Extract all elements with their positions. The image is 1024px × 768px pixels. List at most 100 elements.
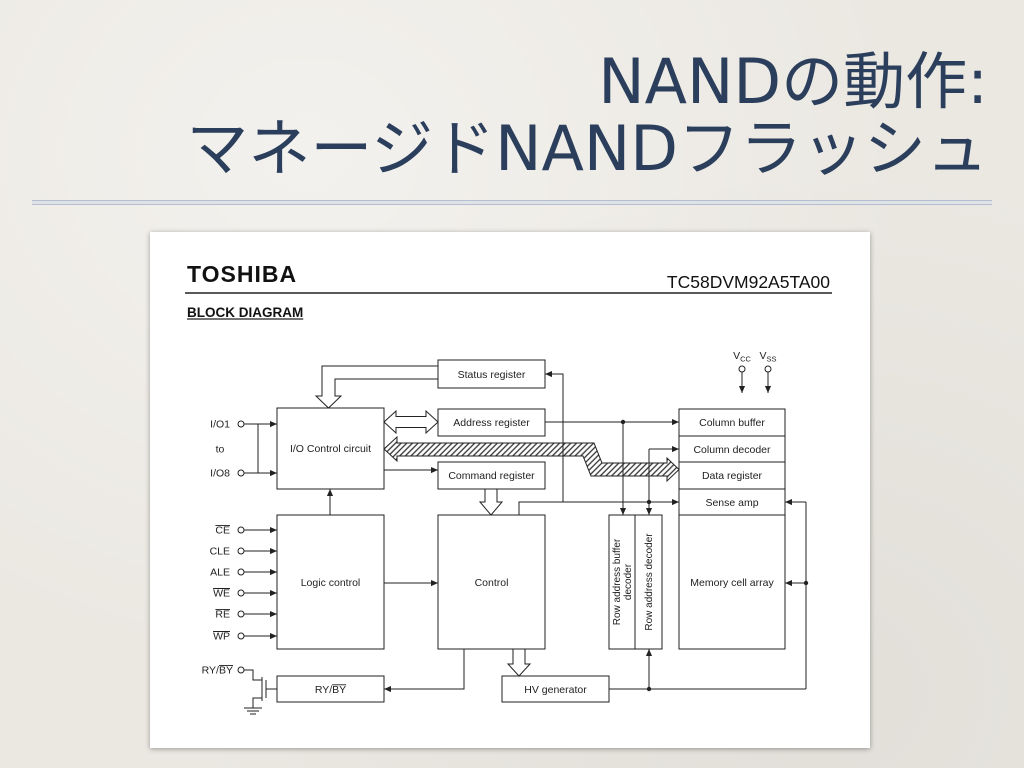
vcc-label-main: V	[733, 350, 740, 362]
logic-control-box	[276, 514, 385, 650]
address-register-block: Address register	[437, 408, 546, 437]
pin-terminal	[237, 589, 245, 597]
pin-we: WE	[213, 588, 277, 600]
row-address-buffer-decoder-box	[608, 514, 636, 650]
pin-label: RY/BY	[202, 665, 233, 677]
junction-dot	[620, 419, 626, 425]
source-wire	[252, 697, 262, 708]
title-divider	[32, 200, 992, 205]
power-vss: VSS	[759, 350, 777, 393]
vcc-label: VCC	[733, 350, 751, 364]
column-decoder-label: Column decoder	[693, 444, 771, 456]
memory-cell-array-block: Memory cell array	[678, 514, 786, 650]
ry-by-box	[276, 675, 385, 703]
row-address-buffer-decoder-block: Row address buffer decoder	[608, 514, 636, 650]
pin-terminal	[237, 469, 245, 477]
pin-label-overlined: BY	[219, 665, 233, 677]
pin-wp: WP	[213, 631, 277, 643]
hv-generator-block: HV generator	[501, 675, 610, 703]
pin-ale: ALE	[210, 567, 277, 579]
junction-dot	[646, 686, 652, 692]
pin-range-label: to	[216, 444, 225, 456]
datasheet-figure: TOSHIBA TC58DVM92A5TA00 BLOCK DIAGRAM	[150, 232, 870, 748]
logic-control-block: Logic control	[276, 514, 385, 650]
vss-label: VSS	[759, 350, 776, 364]
pin-cle: CLE	[210, 546, 277, 558]
wire-control-to-ry-by	[384, 649, 465, 693]
sense-amp-label: Sense amp	[705, 497, 758, 509]
vss-label-sub: SS	[767, 355, 777, 364]
data-register-label: Data register	[702, 470, 763, 482]
io-control-block: I/O Control circuit	[276, 407, 385, 490]
control-label: Control	[475, 577, 509, 589]
pin-terminal	[237, 568, 245, 576]
hv-generator-box	[501, 675, 610, 703]
pin-terminal	[237, 666, 245, 674]
command-register-box	[437, 461, 546, 490]
wire-control-to-status-register	[545, 370, 564, 502]
vcc-terminal	[738, 365, 746, 373]
address-register-box	[437, 408, 546, 437]
command-register-label: Command register	[448, 470, 535, 482]
row-address-decoder-label: Row address decoder	[644, 533, 655, 631]
pin-ce: CE	[215, 525, 277, 537]
command-register-block: Command register	[437, 461, 546, 490]
wire-control-bus	[518, 501, 649, 515]
block-diagram: TOSHIBA TC58DVM92A5TA00 BLOCK DIAGRAM	[185, 261, 832, 715]
brand-logo: TOSHIBA	[187, 261, 297, 287]
address-register-label: Address register	[453, 417, 530, 429]
power-vcc: VCC	[733, 350, 752, 393]
pin-label: CE	[215, 525, 230, 537]
pin-terminal	[237, 420, 245, 428]
pin-terminal	[237, 610, 245, 618]
section-heading: BLOCK DIAGRAM	[187, 305, 303, 320]
ry-by-label-plain: RY/	[315, 684, 332, 696]
status-register-box	[437, 359, 546, 389]
control-to-hv-generator-arrow	[506, 648, 532, 677]
title-line-2: マネージドNANDフラッシュ	[186, 112, 988, 185]
pin-label-plain: RY/	[202, 665, 219, 677]
column-buffer-label: Column buffer	[699, 417, 765, 429]
data-register-block: Data register	[678, 461, 786, 490]
pin-terminal	[237, 547, 245, 555]
row-address-buffer-decoder-label-line2: decoder	[623, 563, 634, 600]
pin-label: I/O1	[210, 419, 230, 431]
row-address-decoder-box	[634, 514, 663, 650]
junction-dot	[646, 499, 652, 505]
pin-label: WE	[213, 588, 230, 600]
pin-label: RE	[215, 609, 230, 621]
ry-by-label: RY/BY	[315, 684, 346, 696]
title-line-1: NANDの動作:	[598, 45, 988, 118]
logic-control-label: Logic control	[301, 577, 361, 589]
slide-title: NANDの動作: マネージドNANDフラッシュ	[186, 48, 988, 182]
drain-wire	[244, 669, 262, 681]
pin-io1: I/O1	[210, 419, 277, 431]
sense-amp-block: Sense amp	[678, 488, 786, 516]
pin-io8: I/O8	[210, 468, 277, 480]
pin-label: WP	[213, 631, 230, 643]
vcc-label-sub: CC	[740, 355, 751, 364]
sense-amp-box	[678, 488, 786, 516]
vss-label-main: V	[759, 350, 766, 362]
pin-label: I/O8	[210, 468, 230, 480]
ry-by-block: RY/BY	[276, 675, 385, 703]
command-to-control-arrow	[478, 488, 504, 516]
ry-by-label-overlined: BY	[332, 684, 346, 696]
io-control-label: I/O Control circuit	[290, 443, 371, 455]
column-decoder-block: Column decoder	[678, 435, 786, 463]
pin-label: CLE	[210, 546, 230, 558]
status-to-io-control-arrow	[314, 365, 439, 409]
row-address-decoder-block: Row address decoder	[634, 514, 663, 650]
status-register-block: Status register	[437, 359, 546, 389]
pin-terminal	[237, 526, 245, 534]
io-control-box	[276, 407, 385, 490]
part-number: TC58DVM92A5TA00	[667, 272, 830, 292]
hv-generator-label: HV generator	[524, 684, 587, 696]
column-decoder-box	[678, 435, 786, 463]
memory-cell-array-label: Memory cell array	[690, 577, 774, 589]
io-address-bidirectional-arrow	[383, 409, 439, 435]
pin-ry-by: RY/BY	[202, 665, 277, 715]
column-buffer-block: Column buffer	[678, 408, 786, 437]
control-block: Control	[437, 514, 546, 650]
